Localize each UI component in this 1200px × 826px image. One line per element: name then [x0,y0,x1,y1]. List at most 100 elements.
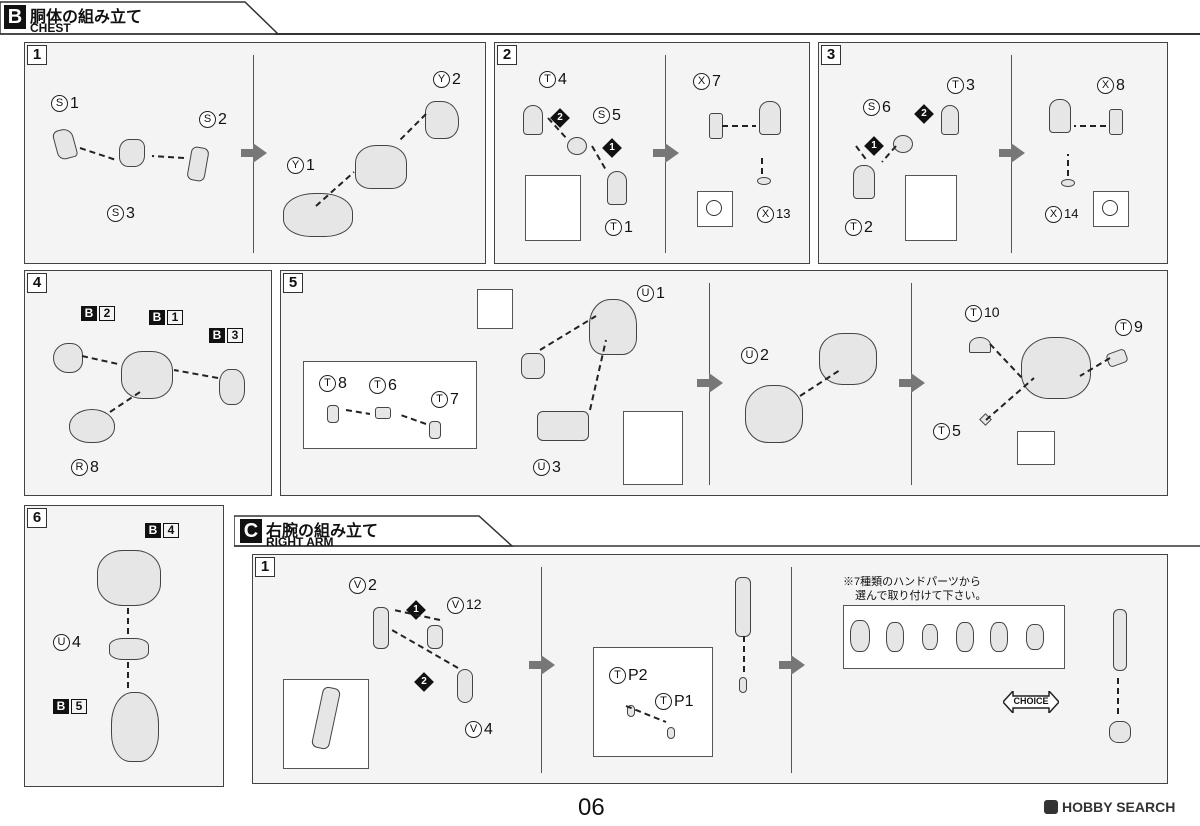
part-x8 [1109,109,1123,135]
washer-icon [706,200,722,216]
step-5-arrow-bar-b [899,379,911,387]
c-step-1-arrow-bar-a [529,661,541,669]
part-tp2 [627,705,635,717]
c-step-1-flow-arrow-b [791,655,805,675]
step-5-inset-t5 [1017,431,1055,465]
step-3-arrow-bar [999,149,1011,157]
part-torso-assembly [1021,337,1091,399]
section-c-header: C 右腕の組み立て RIGHT ARM [234,514,1200,554]
step-3-flow-arrow [1011,143,1025,163]
choice-badge: CHOICE [1003,691,1059,713]
step-5-arrow-bar-a [697,379,709,387]
step-1-flow-arrow [253,143,267,163]
hand-note-line1: ※7種類のハンドパーツから [843,576,981,588]
part-neck-assembled [521,353,545,379]
c-step-1-flow-arrow-a [541,655,555,675]
section-c-letter: C [240,519,262,543]
part-v2 [373,607,389,649]
section-b-title-jp: 胴体の組み立て [30,7,143,26]
part-t3 [941,105,959,135]
hobby-search-logo-icon [1044,800,1058,814]
part-u2 [745,385,803,443]
section-c-title-jp: 右腕の組み立て [266,521,379,540]
part-shoulder-assembled-left [1049,99,1071,133]
step-2-inset-shoulder [525,175,581,241]
part-b5 [111,692,159,762]
hand-part-5 [990,622,1008,652]
part-u4 [109,638,149,660]
part-r8 [69,409,115,443]
part-wrist-joint [739,677,747,693]
hand-parts-box [843,605,1065,669]
section-b-letter: B [4,5,26,29]
part-s3 [119,139,145,167]
part-b3 [219,369,245,405]
step-1-number: 1 [27,45,47,65]
step-5-inset-joint [623,411,683,485]
step-5-inset-face [477,289,513,329]
choice-label: CHOICE [1013,696,1049,706]
page-number: 06 [578,794,605,821]
hand-part-3 [922,624,938,650]
header-rule [275,33,1200,35]
step-5-flow-arrow-b [911,373,925,393]
c-step-1-inset-joint [593,647,713,757]
hand-note-line2: 選んで取り付けて下さい。 [855,590,987,602]
part-y2 [425,101,459,139]
step-2-arrow-bar [653,149,665,157]
step-5-flow-arrow-a [709,373,723,393]
part-v4 [457,669,473,703]
part-b2 [53,343,83,373]
hand-part-4 [956,622,974,652]
section-c-title-en: RIGHT ARM [266,535,334,549]
part-x13 [757,177,771,185]
washer-icon [1102,200,1118,216]
part-tp1 [667,727,675,739]
part-u3 [537,411,589,441]
hand-part-1 [850,620,870,652]
step-5-number: 5 [283,273,303,293]
part-t8 [327,405,339,423]
hand-part-6 [1026,624,1044,650]
part-b1 [121,351,173,399]
watermark-text: HOBBY SEARCH [1062,799,1176,815]
part-s5-ring [567,137,587,155]
c-step-1-arrow-bar-b [779,661,791,669]
part-t7 [429,421,441,439]
step-2-inset-washer [697,191,733,227]
section-b-title-en: CHEST [30,21,71,35]
part-v12 [427,625,443,649]
part-t4 [523,105,543,135]
hand-part-2 [886,622,904,652]
